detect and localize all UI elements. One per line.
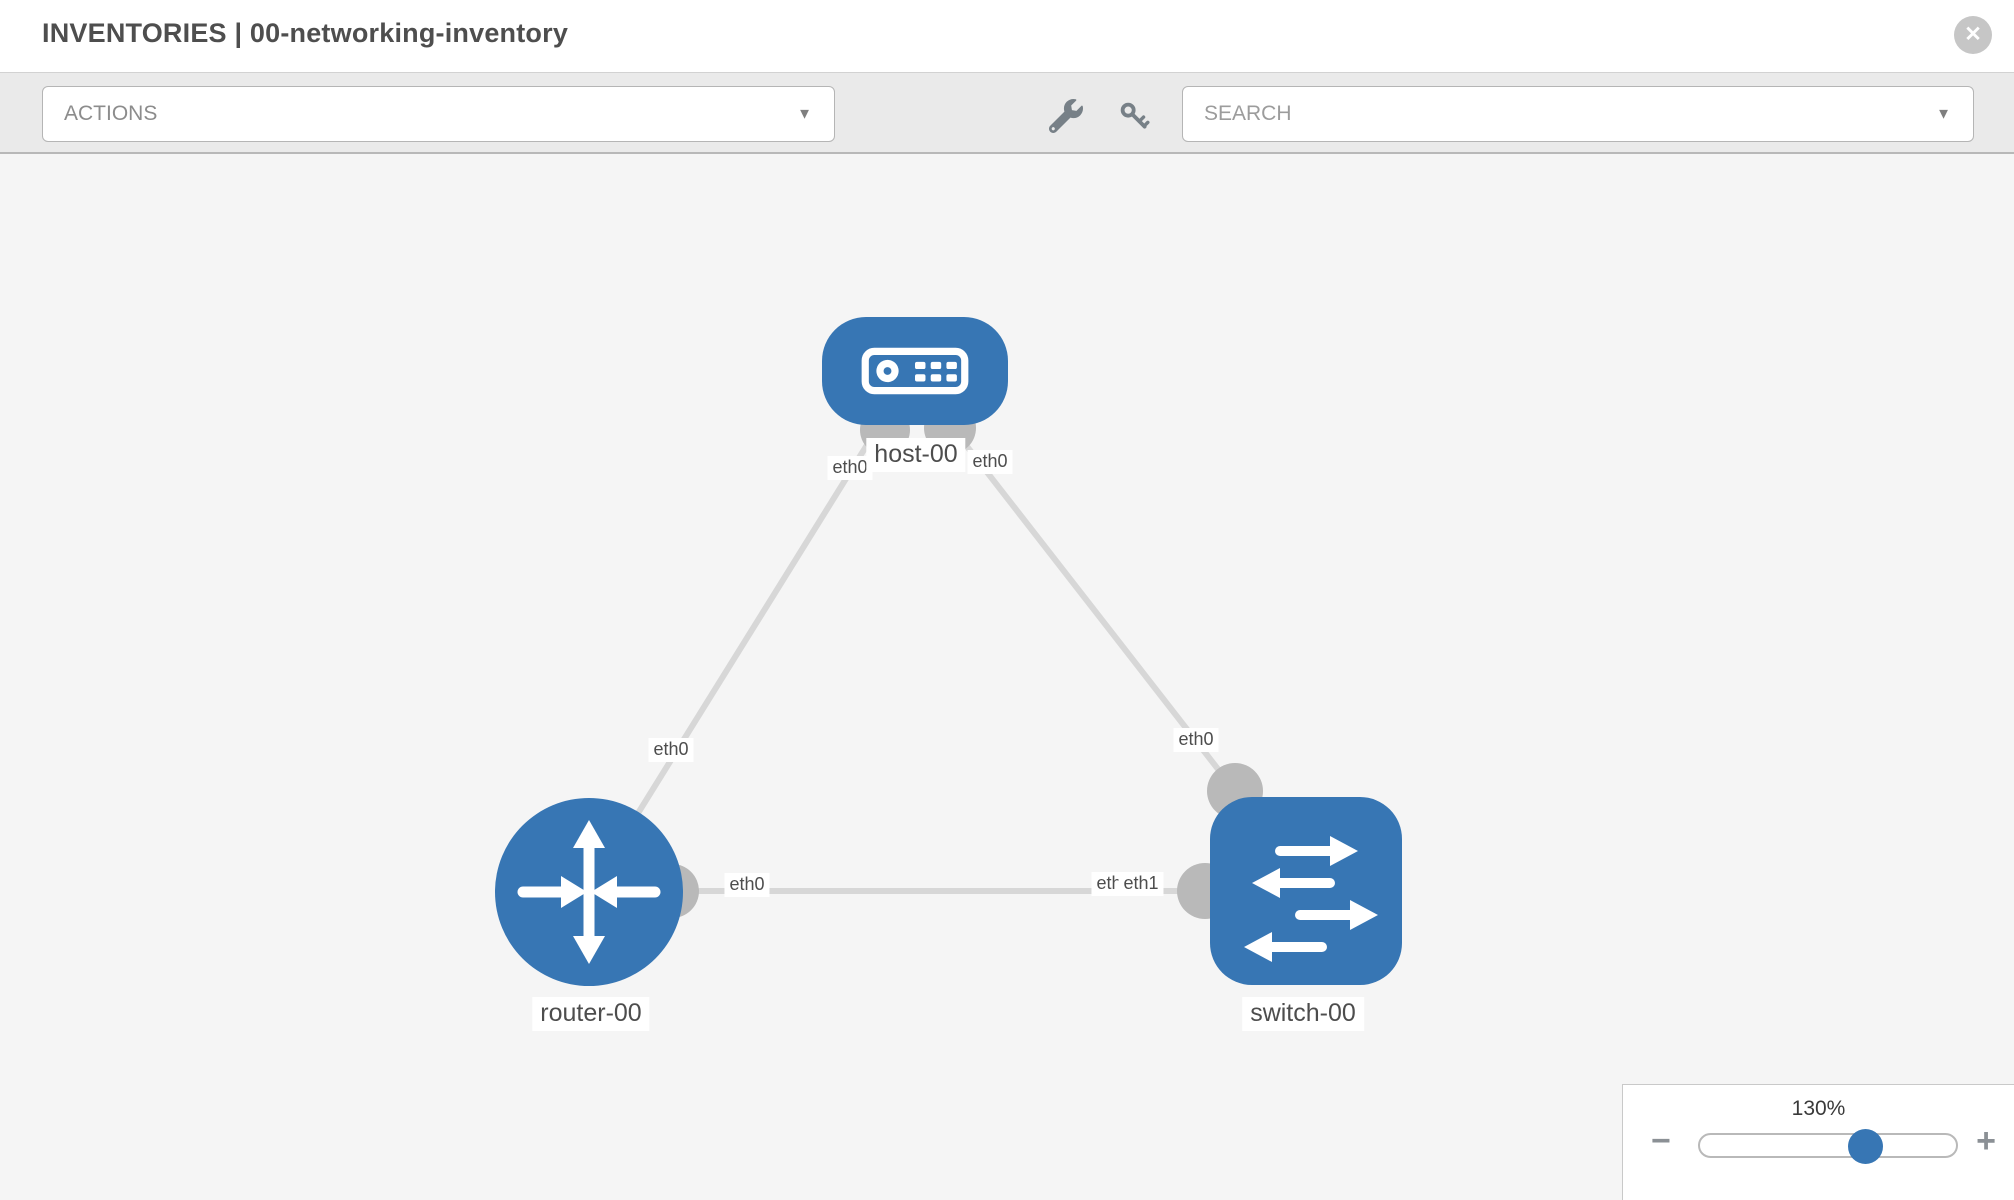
node-label-host-00: host-00 <box>866 438 966 472</box>
titlebar: INVENTORIES | 00-networking-inventory ✕ <box>0 0 2014 72</box>
actions-dropdown[interactable]: ACTIONS ▼ <box>42 86 835 142</box>
wrench-icon <box>1048 99 1083 137</box>
toolbar: ACTIONS ▼ SEARCH ▼ <box>0 72 2014 154</box>
zoom-out-button[interactable]: − <box>1651 1122 1671 1160</box>
zoom-slider-handle[interactable] <box>1848 1129 1883 1164</box>
key-icon <box>1117 102 1151 137</box>
chevron-down-icon: ▼ <box>797 105 812 123</box>
node-label-switch-00: switch-00 <box>1242 997 1364 1031</box>
host-icon <box>860 346 970 396</box>
switch-icon <box>1210 797 1402 985</box>
search-dropdown[interactable]: SEARCH ▼ <box>1182 86 1974 142</box>
page-title: INVENTORIES | 00-networking-inventory <box>42 18 569 48</box>
iface-label-host-left: eth0 <box>827 456 873 480</box>
node-router-00[interactable] <box>495 798 683 986</box>
iface-label-host-right: eth0 <box>967 450 1013 474</box>
iface-label-switch-left: eth1 <box>1118 872 1164 896</box>
zoom-level-value: 130% <box>1791 1097 1846 1120</box>
node-label-router-00: router-00 <box>532 997 650 1031</box>
zoom-panel: 130% − + <box>1622 1084 2014 1200</box>
credentials-button[interactable] <box>1117 99 1151 133</box>
zoom-slider-track[interactable] <box>1698 1129 1958 1164</box>
zoom-in-button[interactable]: + <box>1976 1122 1996 1160</box>
actions-dropdown-label: ACTIONS <box>64 102 158 125</box>
node-host-00[interactable] <box>822 317 1008 425</box>
close-icon[interactable]: ✕ <box>1954 16 1992 54</box>
links-layer <box>586 402 1263 919</box>
configure-button[interactable] <box>1048 99 1083 134</box>
topology-canvas[interactable]: eth0 eth0 eth0 eth0 eth0 eth0 eth1 host-… <box>0 154 2014 1200</box>
node-switch-00[interactable] <box>1210 797 1402 985</box>
search-placeholder: SEARCH <box>1204 102 1292 125</box>
iface-label-router-right: eth0 <box>724 873 770 897</box>
iface-label-switch-top: eth0 <box>1173 728 1219 752</box>
iface-label-router-uplink: eth0 <box>648 738 694 762</box>
chevron-down-icon: ▼ <box>1936 105 1951 123</box>
router-icon <box>495 798 683 986</box>
